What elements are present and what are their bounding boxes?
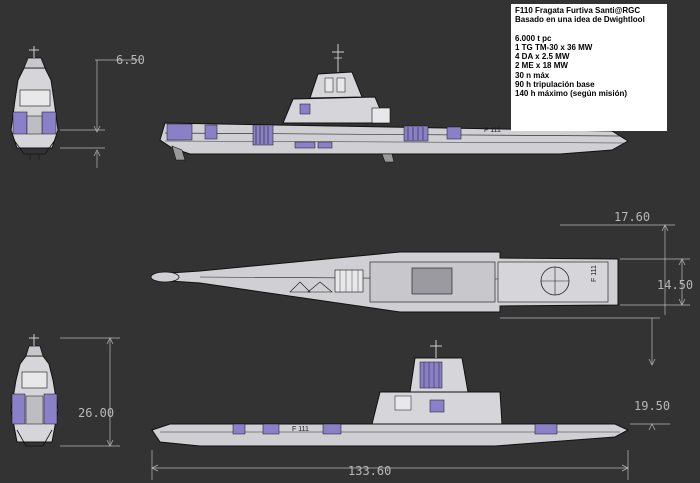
dimension-length xyxy=(151,450,629,480)
front-view-bottom xyxy=(10,334,59,447)
dimension-beam xyxy=(560,224,690,315)
spec-line: 30 n máx xyxy=(515,70,550,80)
hull-number-top: F 111 xyxy=(484,127,501,134)
spec-line: 1 TG TM-30 x 36 MW xyxy=(515,42,593,52)
info-title-line2: Basado en una idea de Dwightlool xyxy=(515,15,645,25)
dimension-label-6-50: 6.50 xyxy=(116,53,145,67)
dimension-height-top xyxy=(60,59,140,168)
dimension-label-133-60: 133.60 xyxy=(348,464,391,478)
hull-number-bottom: F 111 xyxy=(292,426,309,433)
spec-info-box: F110 Fragata Furtiva Santi@RGC Basado en… xyxy=(511,4,667,131)
hull-number-plan: F 111 xyxy=(591,265,598,282)
spec-line: 4 DA x 2.5 MW xyxy=(515,52,570,62)
dimension-label-14-50: 14.50 xyxy=(657,278,693,292)
spec-line: 90 h tripulación base xyxy=(515,80,595,90)
plan-view: F 111 xyxy=(150,251,619,313)
front-view-top xyxy=(10,46,59,160)
spec-line: 2 ME x 18 MW xyxy=(515,61,568,71)
dimension-draft xyxy=(500,317,670,431)
dimension-label-26-00: 26.00 xyxy=(78,406,114,420)
dimension-label-17-60: 17.60 xyxy=(614,210,650,224)
dimension-label-19-50: 19.50 xyxy=(634,399,670,413)
info-title-line1: F110 Fragata Furtiva Santi@RGC xyxy=(515,6,641,15)
side-profile-bottom: F 111 xyxy=(151,340,630,447)
dimension-height-bottom xyxy=(60,337,120,447)
spec-line: 6.000 t pc xyxy=(515,33,552,43)
spec-line: 140 h máximo (según misión) xyxy=(515,89,628,99)
